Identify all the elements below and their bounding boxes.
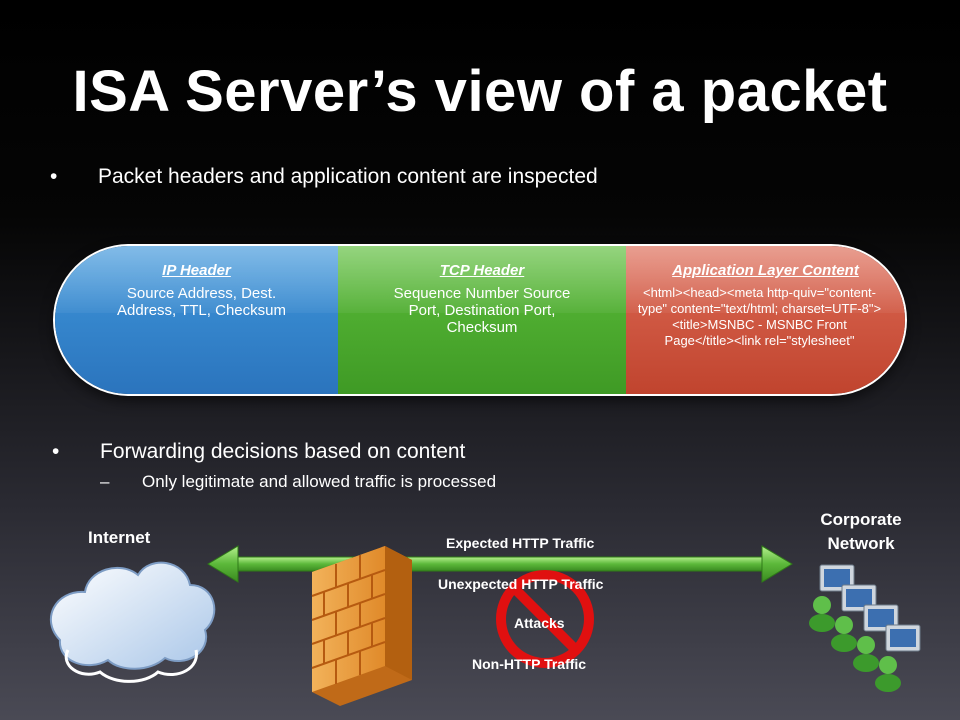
ip-header-title: IP Header	[162, 262, 231, 279]
application-content-body: <html><head><meta http-quiv="content-typ…	[637, 285, 882, 348]
corporate-computers-icon	[809, 564, 921, 692]
internet-cloud-icon	[49, 561, 216, 683]
ip-header-segment: IP Header Source Address, Dest. Address,…	[55, 246, 338, 394]
tcp-header-fields: Sequence Number Source Port, Destination…	[393, 285, 571, 336]
bullet-forwarding: • Forwarding decisions based on content	[52, 440, 466, 464]
internet-label: Internet	[88, 528, 151, 547]
expected-traffic-label: Expected HTTP Traffic	[446, 535, 595, 551]
bullet-dot: •	[50, 165, 58, 188]
sub-bullet-legitimate-text: Only legitimate and allowed traffic is p…	[142, 472, 497, 491]
slide-title: ISA Server’s view of a packet	[72, 59, 888, 124]
sub-bullet-legitimate: – Only legitimate and allowed traffic is…	[100, 472, 497, 492]
attacks-label: Attacks	[514, 615, 565, 631]
firewall-icon	[311, 546, 412, 706]
sub-bullet-dash: –	[100, 472, 110, 491]
packet-diagram: IP Header Source Address, Dest. Address,…	[55, 246, 905, 394]
non-http-traffic-label: Non-HTTP Traffic	[472, 656, 587, 672]
bullet-inspection-text: Packet headers and application content a…	[98, 165, 598, 188]
bullet-forwarding-text: Forwarding decisions based on content	[100, 440, 466, 463]
application-content-segment: Application Layer Content <html><head><m…	[626, 246, 905, 394]
corporate-network-label: Corporate Network	[820, 510, 902, 553]
application-content-title: Application Layer Content	[672, 262, 859, 279]
unexpected-traffic-label: Unexpected HTTP Traffic	[438, 576, 604, 592]
tcp-header-title: TCP Header	[439, 262, 525, 279]
bullet-dot: •	[52, 440, 60, 463]
bullet-inspection: • Packet headers and application content…	[50, 165, 598, 189]
blocked-icon	[496, 570, 594, 668]
tcp-header-segment: TCP Header Sequence Number Source Port, …	[338, 246, 626, 394]
ip-header-fields: Source Address, Dest. Address, TTL, Chec…	[117, 285, 286, 319]
